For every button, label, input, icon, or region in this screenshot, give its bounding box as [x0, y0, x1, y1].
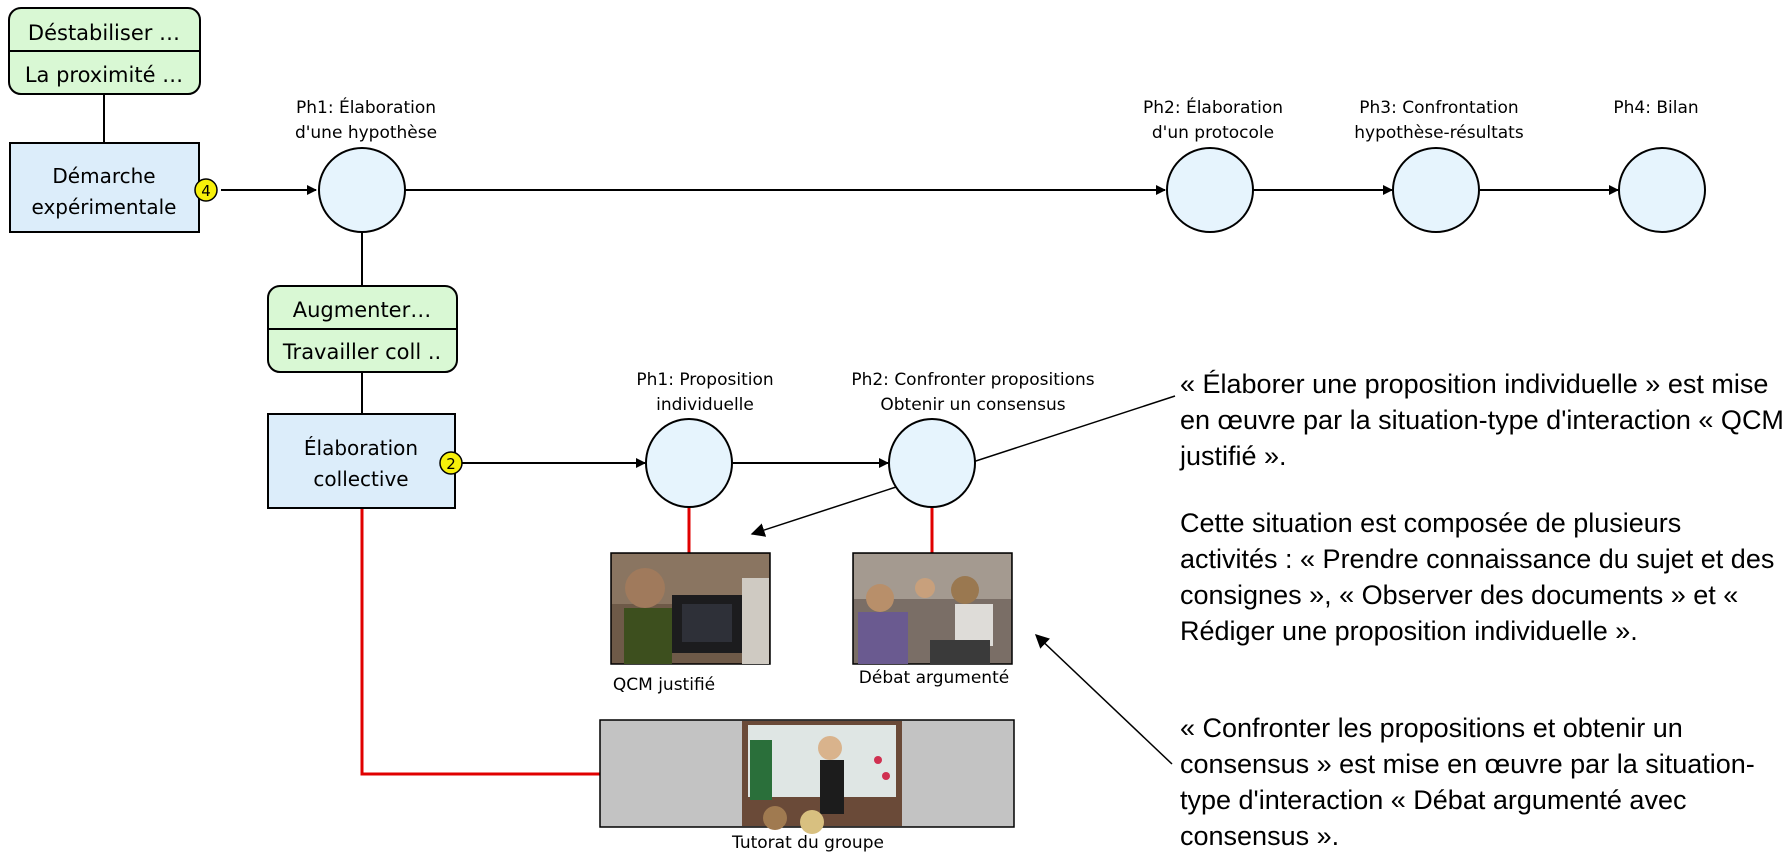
phase-label: d'un protocole — [1152, 123, 1274, 143]
phase-label: Ph2: Élaboration — [1143, 96, 1283, 118]
phase-node-ph3[interactable] — [1392, 147, 1480, 233]
objective-label: Déstabiliser … — [28, 21, 180, 45]
badge-count: 2 — [439, 451, 463, 475]
activity-box-demarche[interactable]: Démarche expérimentale — [9, 142, 200, 233]
phase-label: Ph1: Proposition — [636, 370, 773, 390]
phase-node-ph2[interactable] — [1166, 147, 1254, 233]
phase-label: Ph2: Confronter propositions — [851, 370, 1094, 390]
activity-label: Élaboration — [304, 436, 418, 460]
svg-text:4: 4 — [201, 182, 211, 200]
phase-label: Ph4: Bilan — [1613, 98, 1698, 118]
objectives-box-mid[interactable]: Augmenter… Travailler coll .. — [267, 285, 458, 373]
phase-label: Ph1: Élaboration — [296, 96, 436, 118]
photo-captions: QCM justifié Débat argumenté Tutorat du … — [613, 668, 1009, 853]
activity-label: expérimentale — [32, 195, 177, 219]
phase-node-sub-ph2[interactable] — [888, 418, 976, 508]
red-links — [360, 507, 934, 776]
phase-label: d'une hypothèse — [295, 123, 437, 143]
badge-count: 4 — [194, 178, 218, 202]
objectives-box-top[interactable]: Déstabiliser … La proximité … — [8, 7, 201, 95]
explanation-para-1: « Élaborer une proposition individuelle … — [1180, 369, 1784, 471]
top-phase-labels: Ph1: Élaboration d'une hypothèse Ph2: Él… — [295, 96, 1699, 143]
phase-node-ph1[interactable] — [318, 147, 406, 233]
photo-debat — [852, 552, 1013, 665]
caption-qcm: QCM justifié — [613, 675, 715, 695]
phase-label: hypothèse-résultats — [1354, 123, 1524, 143]
phase-node-ph4[interactable] — [1618, 147, 1706, 233]
connectors — [103, 90, 1619, 468]
red-link-elaboration-tutorat — [360, 508, 600, 776]
sub-phase-labels: Ph1: Proposition individuelle Ph2: Confr… — [636, 370, 1094, 415]
svg-text:2: 2 — [446, 455, 456, 473]
objective-label: La proximité … — [25, 63, 183, 87]
phase-label: individuelle — [656, 395, 754, 415]
objective-label: Augmenter… — [293, 298, 431, 322]
top-phase-nodes — [318, 147, 1706, 233]
explanation-para-3: « Confronter les propositions et obtenir… — [1180, 713, 1755, 851]
caption-debat: Débat argumenté — [859, 668, 1009, 688]
caption-tutorat: Tutorat du groupe — [731, 833, 884, 853]
photo-tutorat — [599, 719, 1015, 834]
phase-node-sub-ph1[interactable] — [645, 418, 733, 508]
activity-label: collective — [313, 467, 408, 491]
activity-label: Démarche — [52, 164, 155, 188]
photo-qcm — [610, 552, 771, 665]
phase-label: Ph3: Confrontation — [1359, 98, 1518, 118]
objective-label: Travailler coll .. — [282, 340, 441, 364]
explanation-para-2: Cette situation est composée de plusieur… — [1180, 508, 1775, 646]
phase-label: Obtenir un consensus — [880, 395, 1065, 415]
activity-box-elaboration[interactable]: Élaboration collective — [267, 413, 456, 509]
sub-phase-nodes — [645, 418, 976, 508]
annotation-arrow-debat — [1034, 634, 1173, 765]
